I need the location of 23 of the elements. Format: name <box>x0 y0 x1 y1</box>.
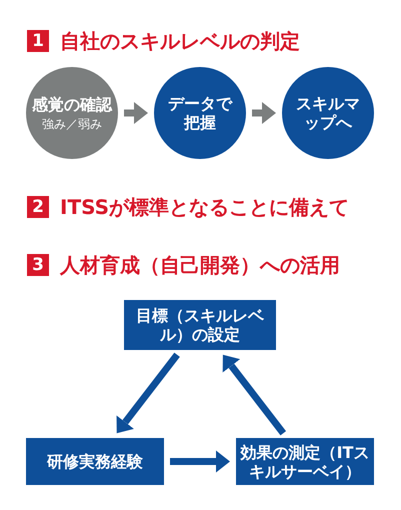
node-label: 目標（スキルレベル）の設定 <box>135 306 265 344</box>
arrow <box>252 102 276 124</box>
arrow <box>170 450 230 472</box>
node-label: 効果の測定（ITスキルサーベイ） <box>240 442 370 480</box>
process-circle <box>26 67 118 159</box>
section-heading: ITSSが標準となることに備えて <box>60 195 349 219</box>
number-badge: 3 <box>27 254 49 276</box>
process-box <box>26 438 164 485</box>
section-heading: 人材育成（自己開発）への活用 <box>60 253 340 277</box>
section-heading: 自社のスキルレベルの判定 <box>60 29 300 53</box>
process-circle <box>154 67 246 159</box>
number-badge: 2 <box>27 196 49 218</box>
node-label: スキルマップへ <box>295 94 361 132</box>
process-box <box>124 300 276 350</box>
node-label: データで把握 <box>167 94 234 132</box>
arrow <box>116 352 180 434</box>
node-label: 研修実務経験 <box>47 452 143 471</box>
arrow <box>124 102 148 124</box>
number-badge: 1 <box>27 30 49 52</box>
node-label: 感覚の確認 <box>32 94 112 114</box>
process-circle <box>282 67 374 159</box>
node-sublabel: 強み／弱み <box>42 116 102 132</box>
arrow <box>222 354 286 436</box>
